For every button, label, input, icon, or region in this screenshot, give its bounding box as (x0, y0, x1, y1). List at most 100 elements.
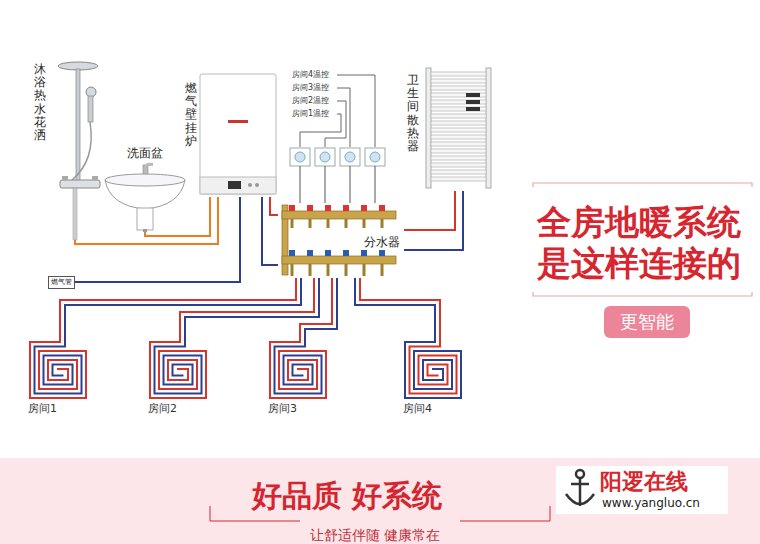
manifold-drawing (282, 256, 396, 264)
floor-coil-room: 房间2 (148, 340, 228, 418)
pipe-line (65, 278, 301, 340)
shower-drawing (60, 180, 100, 188)
basin-drawing (145, 163, 153, 166)
node-label: 分水器 (362, 235, 402, 249)
pipe-line (75, 197, 240, 282)
boiler-drawing (200, 74, 276, 194)
pipe-connector (375, 166, 376, 203)
floor-coil (30, 340, 461, 398)
pipe-connector (262, 197, 278, 265)
radiator-drawing (431, 72, 486, 181)
manifold-drawing (325, 205, 331, 211)
radiator-drawing (466, 100, 480, 104)
floor-coil (410, 340, 457, 394)
boiler-drawing (200, 74, 276, 194)
anchor-logo (579, 478, 582, 506)
wash-basin: 洗面盆 (100, 145, 190, 232)
manifold-drawing (292, 219, 382, 228)
boiler-drawing (255, 183, 259, 187)
footer-band (0, 458, 760, 544)
shower-drawing (72, 122, 91, 180)
leader-line (300, 114, 341, 147)
node-label: 卫生间散热器 (407, 74, 419, 153)
node-label: 房间1 (28, 402, 57, 415)
manifold-drawing (282, 211, 396, 219)
shower-drawing (86, 87, 96, 97)
anchor-logo (576, 470, 584, 478)
anchor-logo (566, 494, 594, 504)
bracket (460, 506, 550, 521)
radiator-drawing (431, 149, 486, 153)
floor-coil (35, 340, 82, 394)
shower-fixture: 沐浴热水花洒 (28, 55, 98, 240)
manifold-drawing (289, 205, 295, 211)
manifold-drawing (307, 250, 313, 256)
pipe-line (404, 191, 455, 230)
boiler-drawing (248, 183, 252, 187)
shower-drawing (73, 188, 77, 240)
pipe-line (270, 197, 278, 215)
node-label: 房间3温控 (292, 83, 329, 93)
radiator-drawing (426, 68, 431, 188)
radiator-drawing (466, 107, 480, 111)
manifold-drawing (289, 250, 385, 256)
shower-drawing (76, 69, 80, 184)
headline-rule (533, 183, 752, 187)
leader-line (337, 75, 375, 147)
thermostat-drawing (290, 148, 310, 166)
node-label: 房间2 (148, 402, 177, 415)
pipe-connector (180, 278, 319, 340)
floor-coil (155, 340, 202, 394)
watermark: 阳逻在线 (600, 469, 688, 495)
pipe-connector (404, 191, 455, 230)
basin-drawing (105, 174, 185, 186)
manifold-drawing (343, 250, 349, 256)
thermostat-drawing (290, 148, 385, 166)
node-label: 燃气壁挂炉 (185, 82, 197, 148)
thermostat: 房间2温控 (315, 148, 335, 166)
basin-drawing (137, 208, 153, 230)
radiator-drawing (431, 170, 486, 174)
node-label: 房间4 (403, 402, 432, 415)
node-label: 房间3 (268, 402, 297, 415)
radiator-drawing (431, 86, 486, 90)
pipe-line (355, 278, 435, 340)
thermostat: 房间1温控 (290, 148, 310, 166)
manifold-drawing (379, 205, 385, 211)
boiler-drawing (228, 181, 241, 189)
floor-coil (30, 340, 86, 398)
smart-button: 更智能 (604, 306, 690, 338)
radiator-drawing (431, 100, 486, 104)
headline: 全房地暖系统 是这样连接的 (537, 202, 751, 284)
manifold: 分水器 (278, 203, 404, 278)
floor-coil (30, 340, 86, 398)
node-label: 燃气管 (51, 278, 72, 287)
anchor-logo (571, 483, 589, 486)
pipe-connector (350, 166, 351, 203)
thermostat: 房间3温控 (340, 148, 360, 166)
headline-rule (533, 292, 752, 296)
watermark-url: www.yangluo.cn (602, 496, 700, 510)
floor-coil (270, 340, 326, 398)
floor-coil (270, 340, 326, 398)
manifold-drawing (292, 264, 382, 276)
watermark-ground (556, 466, 728, 514)
floor-coil (150, 340, 206, 398)
pipe-line (300, 166, 301, 203)
shower-drawing (92, 176, 98, 180)
radiator-drawing (486, 68, 491, 188)
pipe-connector (75, 197, 240, 282)
radiator-drawing (431, 142, 486, 146)
radiator-drawing (431, 177, 486, 181)
pipe-connector (270, 197, 278, 215)
radiator-drawing (431, 79, 486, 83)
pipe-line (145, 197, 210, 236)
boiler-drawing (228, 120, 248, 123)
basin-drawing (143, 229, 147, 232)
shower-drawing (62, 176, 68, 180)
node-label: 房间4温控 (292, 70, 329, 80)
node-label: 洗面盆 (100, 146, 190, 160)
shower-drawing (88, 96, 93, 122)
gas-boiler: 燃气壁挂炉 (180, 72, 280, 197)
radiator-drawing (466, 93, 480, 97)
